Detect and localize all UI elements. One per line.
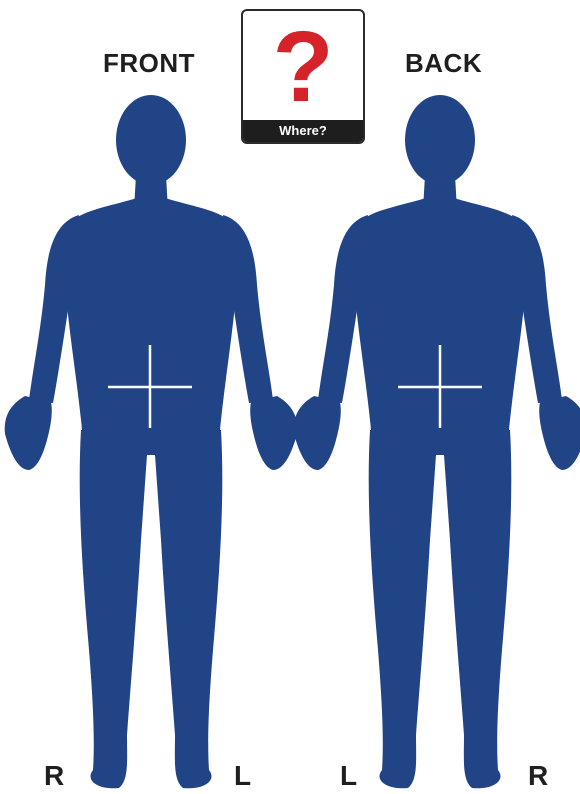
back-body-figure bbox=[294, 95, 580, 788]
back-left-side-label: L bbox=[340, 760, 358, 792]
front-right-side-label: R bbox=[44, 760, 65, 792]
front-left-side-label: L bbox=[234, 760, 252, 792]
front-body-figure bbox=[5, 95, 298, 788]
back-right-side-label: R bbox=[528, 760, 549, 792]
